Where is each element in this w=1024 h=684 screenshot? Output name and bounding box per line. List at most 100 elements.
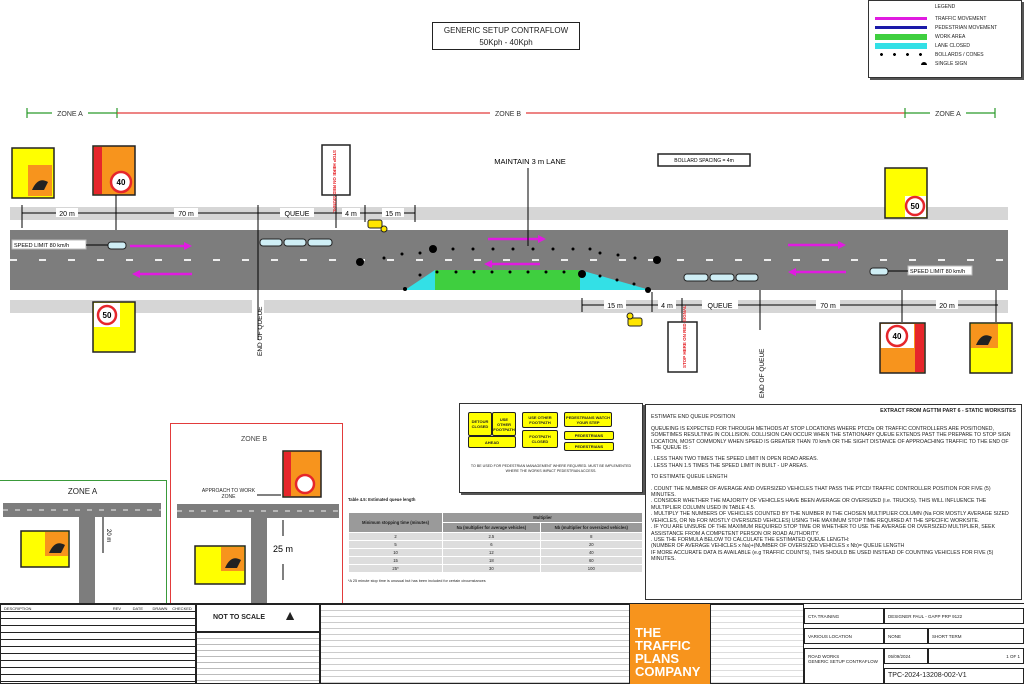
extract-bullet: . LESS THAN 1.5 TIMES THE SPEED LIMIT IN… [651, 462, 809, 469]
cell: 100 [539, 564, 644, 573]
designer-field: DESIGNER PAUL - GAPP PRP 9122 [884, 608, 1024, 624]
cell: 2.5 [442, 532, 541, 541]
vehicle-icon [307, 238, 333, 247]
zone-b-dim: 25 m [273, 544, 293, 554]
queued-vehicles [107, 238, 889, 282]
zone-a-left-label: ZONE A [57, 111, 83, 118]
cell: 5 [347, 540, 444, 549]
sign-stop-here-bottom: STOP HERE ON RED SIGNAL [667, 305, 698, 373]
vehicle-icon [735, 273, 759, 282]
dim-label: 15 m [607, 303, 623, 310]
rev-col-header: DATE [132, 606, 144, 611]
extract-step: . COUNT THE NUMBER OF AVERAGE AND OVERSI… [651, 485, 991, 499]
sign-speed-top-right: 50 [884, 167, 928, 219]
extract-sub1: ESTIMATE END QUEUE POSITION [651, 414, 736, 421]
notes-box [196, 632, 320, 684]
stop-here-text: STOP HERE ON RED SIGNAL [682, 305, 687, 368]
dim-label: QUEUE [285, 211, 310, 218]
lane-closed-taper-right [580, 270, 650, 290]
sign-road-work-ahead-bottom-right [969, 322, 1013, 374]
sign-prepare-to-stop-bottom-right: 40 [879, 322, 926, 374]
zone-b-inset-drawing: 25 m [177, 450, 339, 604]
legend-item: LANE CLOSED [875, 41, 1015, 50]
zone-lines: ZONE A ZONE B ZONE A [26, 108, 996, 118]
speed-sign-value: 40 [893, 332, 902, 341]
legend-label: LANE CLOSED [935, 42, 971, 49]
end-of-queue-right-label: END OF QUEUE [759, 348, 766, 398]
drawing-number: TPC-2024-13208-002-V1 [884, 668, 1024, 684]
dim-label: 15 m [385, 211, 401, 218]
col-header: Na (multiplier for average vehicles) [442, 522, 541, 533]
work-area-swatch [875, 33, 927, 40]
sign-panel-note: TO BE USED FOR PEDESTRIAN MANAGEMENT WHE… [470, 464, 632, 473]
cell: 2 [347, 532, 444, 541]
cell: 25* [347, 564, 444, 573]
dim-label: 4 m [345, 211, 357, 218]
maintain-lane-label: MAINTAIN 3 m LANE [494, 157, 566, 166]
general-notes [320, 604, 630, 684]
plan-title-line2: 50Kph - 40Kph [479, 38, 533, 47]
vehicle-icon [259, 238, 283, 247]
legend-label: PEDESTRIAN MOVEMENT [935, 24, 998, 31]
speed-sign-value: 50 [103, 311, 112, 320]
col-header: Multiplier [442, 512, 643, 523]
stop-here-text: STOP HERE ON RED SIGNAL [332, 150, 337, 213]
extract-step: . MULTIPLY THE NUMBERS OF VEHICLES COUNT… [651, 511, 1009, 524]
sign: PEDESTRIANS [564, 442, 614, 451]
road-diagram: ZONE A ZONE B ZONE A SPEED LIMIT 80 km/h… [10, 108, 1013, 398]
legend-heading: LEGEND [934, 4, 956, 10]
work-area [435, 270, 580, 290]
bollard-spacing-label: BOLLARD SPACING = 4m [674, 158, 734, 164]
top-footpath [10, 207, 1008, 220]
logo-text: TRAFFIC [635, 638, 691, 653]
company-details [710, 604, 804, 684]
dim-label: QUEUE [708, 303, 733, 310]
extract-step: . CONSIDER WHETHER THE MAJORITY OF VEHIC… [651, 498, 987, 511]
bollard-icon [875, 53, 927, 56]
vehicle-icon [709, 273, 735, 282]
cell: 20 [539, 540, 644, 549]
zone-a-inset-title: ZONE A [67, 487, 98, 496]
dim-label: 4 m [661, 303, 673, 310]
traffic-controller-icons [367, 219, 643, 327]
zone-b-inset: ZONE B APPROACH TO WORK ZONE 25 m [170, 423, 343, 604]
dim-label: 20 m [939, 303, 955, 310]
rev-col-header: CHECKED [172, 606, 192, 611]
logo-text: THE [635, 625, 661, 640]
legend-item: TRAFFIC MOVEMENT [875, 14, 1015, 23]
col-header: Nb (multiplier for oversized vehicles) [539, 522, 644, 533]
pedestrian-movement-swatch [875, 26, 927, 29]
not-to-scale-label: NOT TO SCALE [213, 614, 265, 621]
agttm-extract: EXTRACT FROM AGTTM PART 6 - STATIC WORKS… [645, 404, 1022, 600]
sign-prepare-to-stop-top-left: 40 [92, 145, 136, 196]
traffic-movement-swatch [875, 17, 927, 20]
legend-label: WORK AREA [935, 33, 966, 40]
cell: 12 [442, 548, 541, 557]
vehicle-icon [283, 238, 307, 247]
sign-stop-here-top: STOP HERE ON RED SIGNAL [321, 144, 351, 213]
col-header: Minimum stopping time (minutes) [347, 512, 444, 533]
cell: 60 [539, 556, 644, 565]
vehicle-icon [107, 241, 127, 250]
scale-field: NONE [884, 628, 928, 644]
zone-b-label: ZONE B [495, 111, 521, 118]
title-block: DESCRIPTION REV DATE DRAWN CHECKED NOT T… [0, 603, 1024, 684]
cell: 10 [347, 548, 444, 557]
queue-length-table: Table 4.5: Estimated queue length Minimu… [347, 497, 644, 583]
sheet-field: 1 OF 1 [928, 648, 1024, 664]
bottom-footpath [10, 300, 1008, 313]
vehicle-icon [683, 273, 709, 282]
rev-col-header: DESCRIPTION [4, 606, 32, 611]
single-sign-icon [921, 62, 927, 65]
legend-item: WORK AREA [875, 32, 1015, 41]
north-arrow-icon: ▲ [283, 607, 297, 623]
sign: FOOTPATH CLOSED [522, 430, 558, 448]
lane-closed-swatch [875, 42, 927, 49]
extract-heading: EXTRACT FROM AGTTM PART 6 - STATIC WORKS… [880, 408, 1016, 414]
zone-a-right-label: ZONE A [935, 111, 961, 118]
extract-step: IF MORE ACCURATE DATA IS AVAILABLE (e.g … [651, 549, 994, 563]
